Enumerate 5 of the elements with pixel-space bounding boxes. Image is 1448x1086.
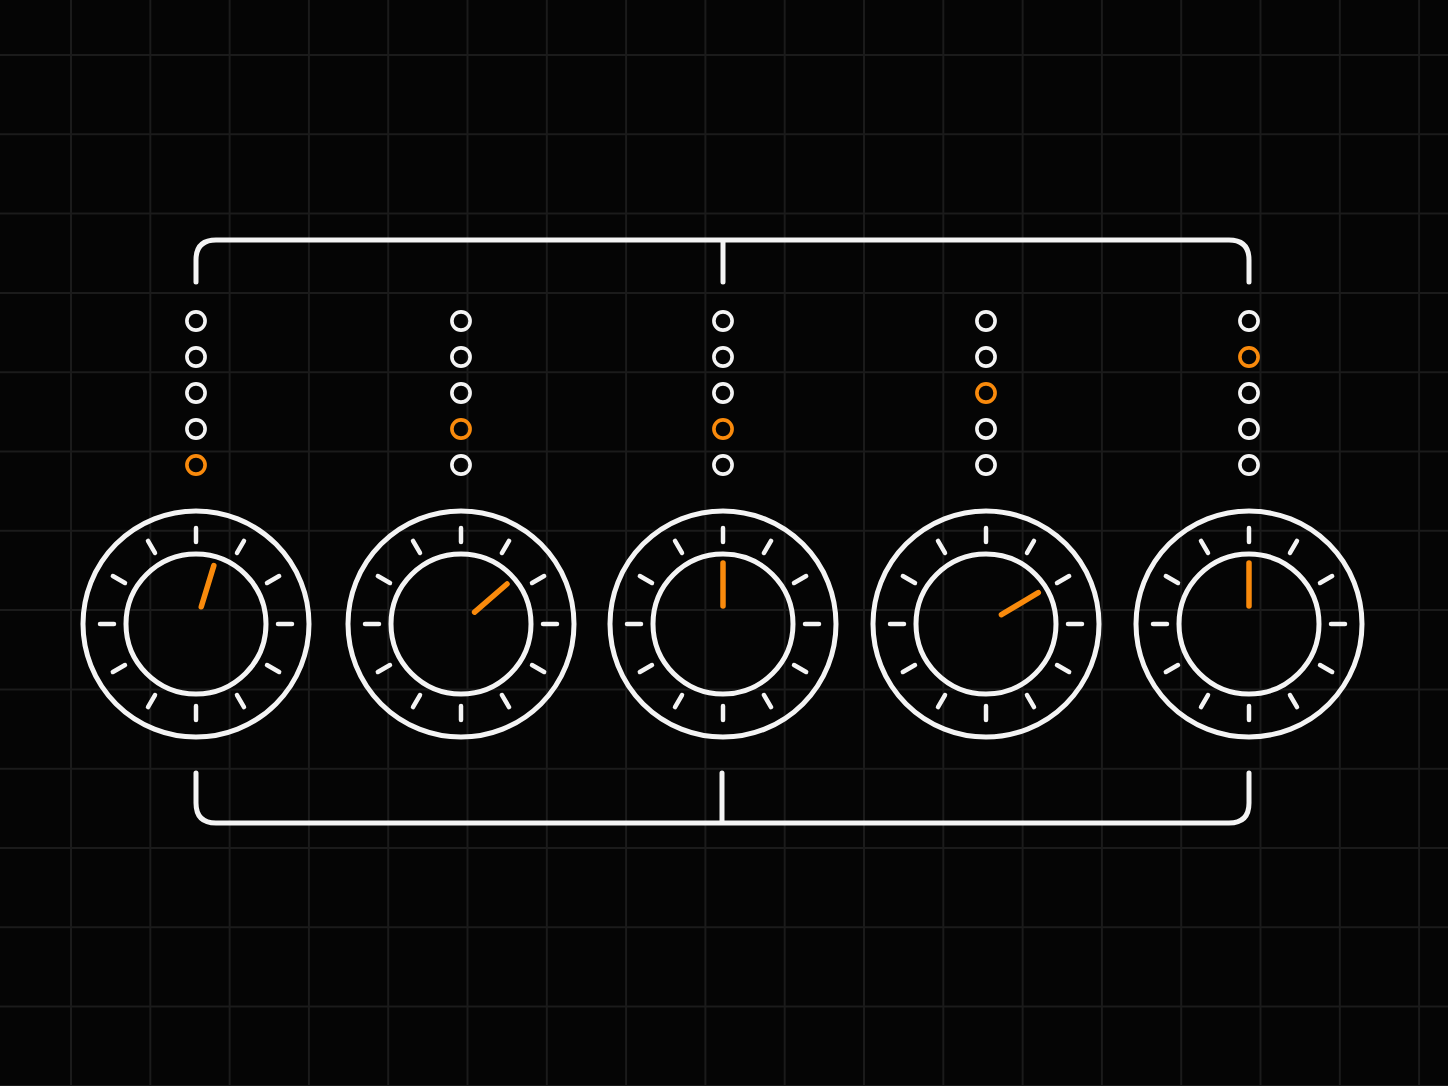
knob-dial (79, 507, 313, 741)
knob-dial (606, 507, 840, 741)
knob-dial (1132, 507, 1366, 741)
knob-dial (344, 507, 578, 741)
knob-dial (869, 507, 1103, 741)
